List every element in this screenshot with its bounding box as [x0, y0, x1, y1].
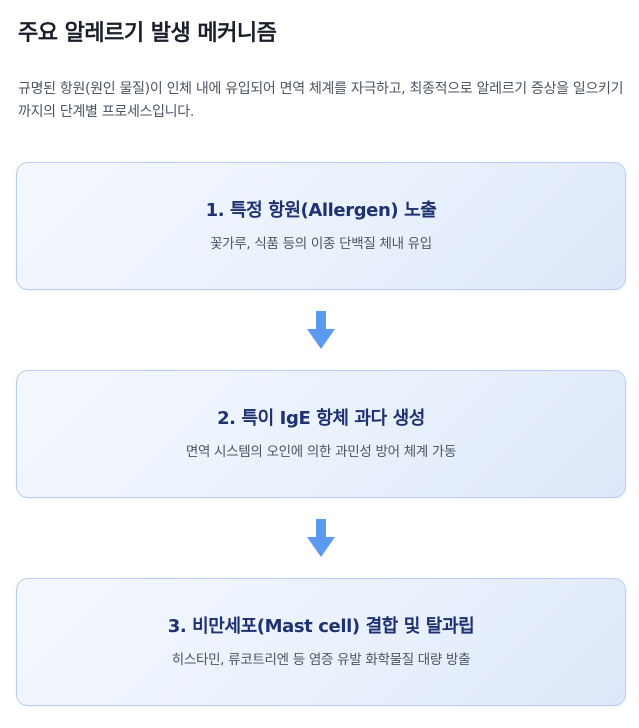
- step-flow: 1. 특정 항원(Allergen) 노출 꽃가루, 식품 등의 이종 단백질 …: [16, 162, 626, 706]
- arrow-down-icon: [307, 519, 335, 557]
- arrow-down-icon: [307, 311, 335, 349]
- page-description: 규명된 항원(원인 물질)이 인체 내에 유입되어 면역 체계를 자극하고, 최…: [18, 81, 624, 120]
- step-card-2: 2. 특이 IgE 항체 과다 생성 면역 시스템의 오인에 의한 과민성 방어…: [16, 370, 626, 498]
- step-card-3: 3. 비만세포(Mast cell) 결합 및 탈과립 히스타민, 류코트리엔 …: [16, 578, 626, 706]
- step-title: 3. 비만세포(Mast cell) 결합 및 탈과립: [167, 616, 475, 637]
- step-description: 히스타민, 류코트리엔 등 염증 유발 화학물질 대량 방출: [171, 652, 471, 668]
- step-description: 꽃가루, 식품 등의 이종 단백질 체내 유입: [210, 236, 432, 252]
- step-description: 면역 시스템의 오인에 의한 과민성 방어 체계 가동: [185, 444, 457, 460]
- step-connector: [16, 498, 626, 578]
- page-title: 주요 알레르기 발생 메커니즘: [18, 21, 277, 46]
- step-title: 2. 특이 IgE 항체 과다 생성: [217, 408, 425, 429]
- step-connector: [16, 290, 626, 370]
- step-title: 1. 특정 항원(Allergen) 노출: [205, 200, 437, 221]
- step-card-1: 1. 특정 항원(Allergen) 노출 꽃가루, 식품 등의 이종 단백질 …: [16, 162, 626, 290]
